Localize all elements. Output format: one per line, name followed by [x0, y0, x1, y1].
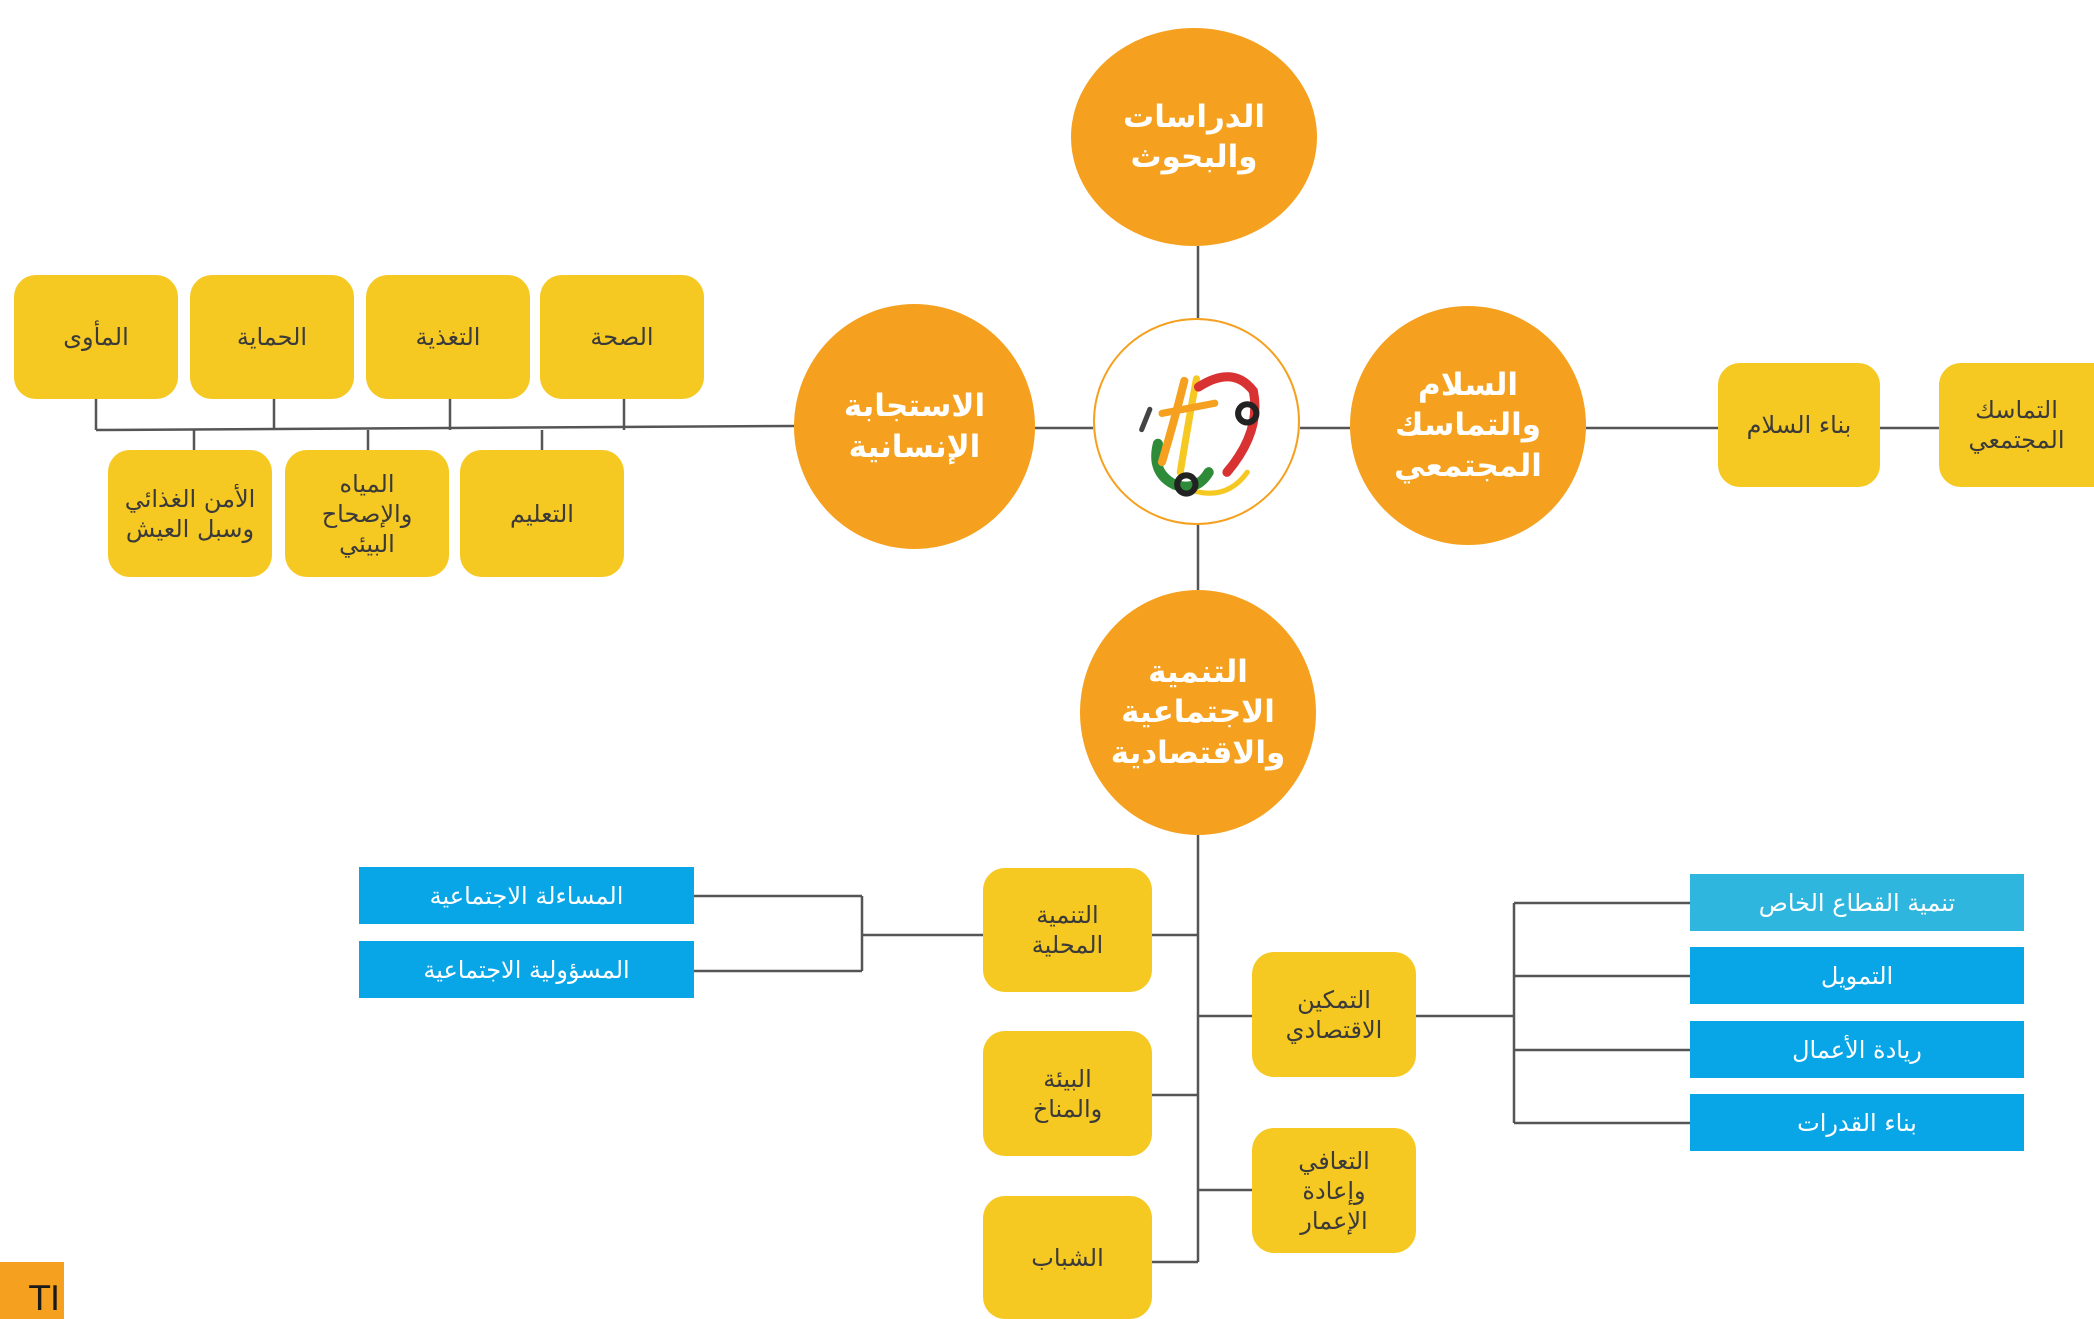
item-shelter[interactable]: المأوى	[14, 275, 178, 399]
item-youth[interactable]: الشباب	[983, 1196, 1152, 1319]
item-wash[interactable]: المياه والإصحاح البيئي	[285, 450, 449, 577]
item-education[interactable]: التعليم	[460, 450, 624, 577]
item-peace-building[interactable]: بناء السلام	[1718, 363, 1880, 487]
item-private-sector[interactable]: تنمية القطاع الخاص	[1690, 874, 2024, 931]
hub-development[interactable]: التنمية الاجتماعية والاقتصادية	[1080, 590, 1316, 835]
item-health[interactable]: الصحة	[540, 275, 704, 399]
item-protection[interactable]: الحماية	[190, 275, 354, 399]
item-financing[interactable]: التمويل	[1690, 947, 2024, 1004]
item-capacity-building[interactable]: بناء القدرات	[1690, 1094, 2024, 1151]
hub-research[interactable]: الدراسات والبحوث	[1071, 28, 1317, 246]
hub-humanitarian[interactable]: الاستجابة الإنسانية	[794, 304, 1035, 549]
item-economic-empowerment[interactable]: التمكين الاقتصادي	[1252, 952, 1416, 1077]
item-entrepreneurship[interactable]: ريادة الأعمال	[1690, 1021, 2024, 1078]
center-logo	[1093, 318, 1300, 525]
item-environment-climate[interactable]: البيئة والمناخ	[983, 1031, 1152, 1156]
item-social-responsibility[interactable]: المسؤولية الاجتماعية	[359, 941, 694, 998]
item-social-accountability[interactable]: المساءلة الاجتماعية	[359, 867, 694, 924]
item-nutrition[interactable]: التغذية	[366, 275, 530, 399]
logo-mark-icon	[1139, 372, 1260, 497]
corner-tag: TI	[0, 1262, 64, 1319]
hub-peace[interactable]: السلام والتماسك المجتمعي	[1350, 306, 1586, 545]
item-social-cohesion[interactable]: التماسك المجتمعي	[1939, 363, 2094, 487]
item-recovery-reconstruction[interactable]: التعافي وإعادة الإعمار	[1252, 1128, 1416, 1253]
item-food-security[interactable]: الأمن الغذائي وسبل العيش	[108, 450, 272, 577]
item-local-development[interactable]: التنمية المحلية	[983, 868, 1152, 992]
